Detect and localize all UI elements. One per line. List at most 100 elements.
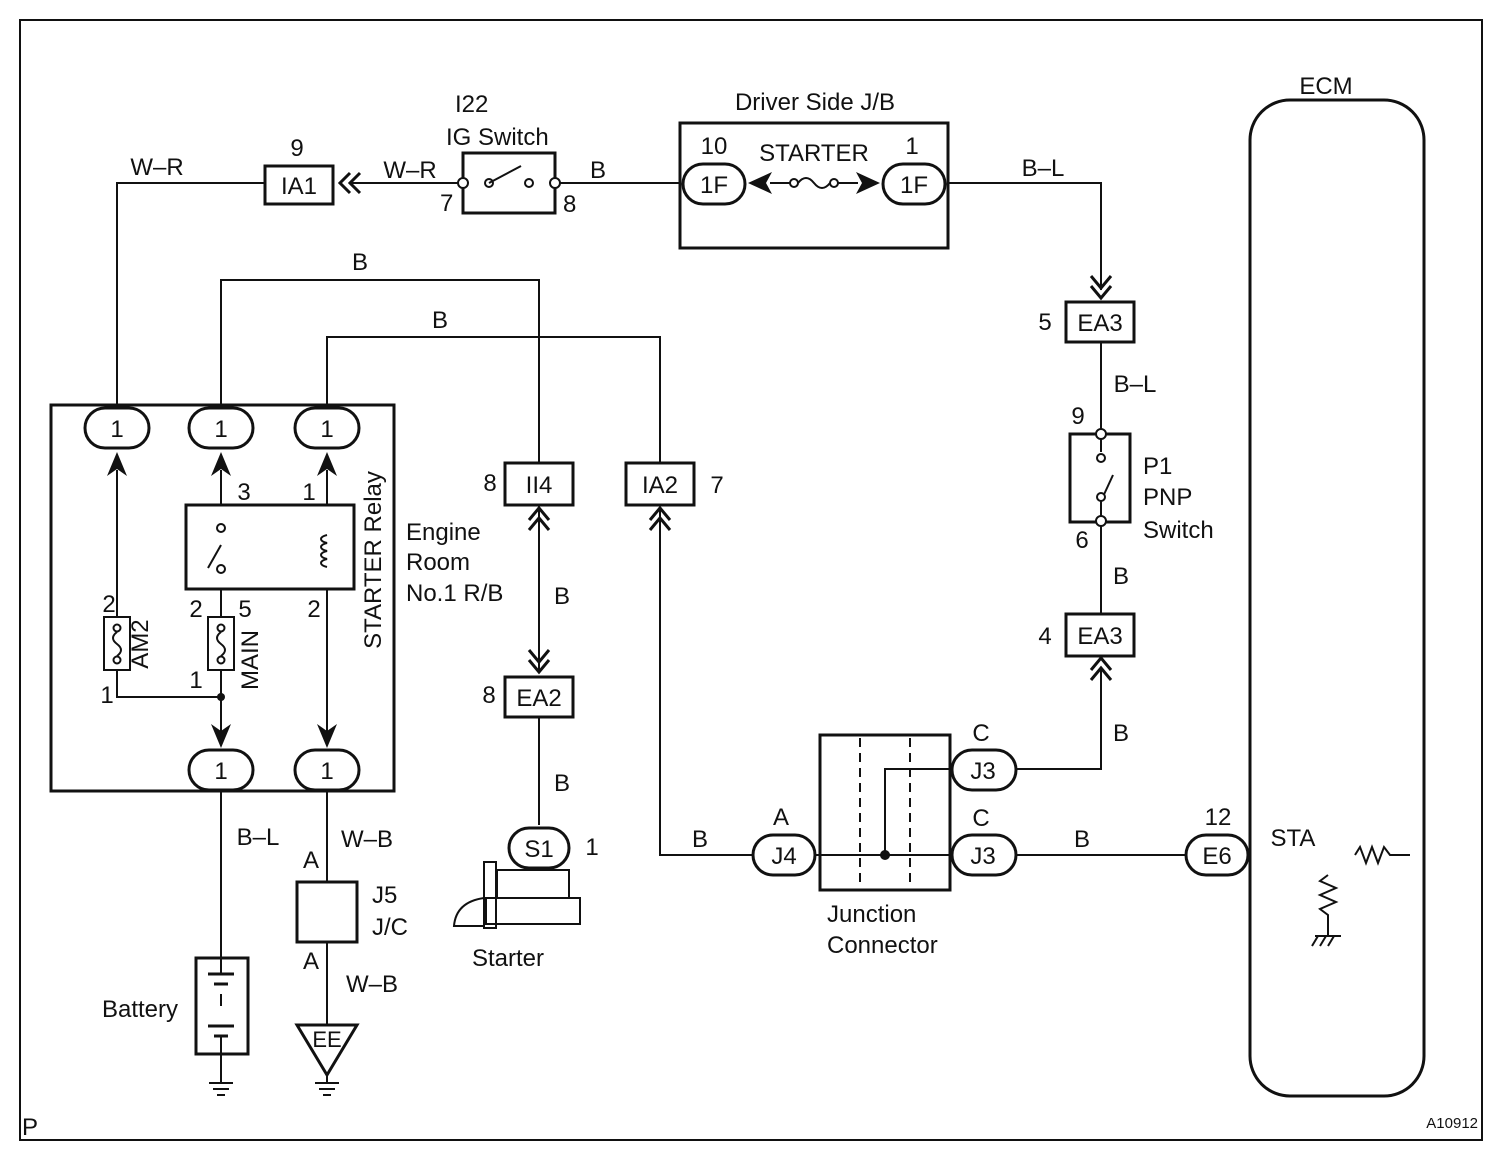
pnp-pin-bottom: 6 (1075, 527, 1088, 554)
jb-name: Driver Side J/B (735, 89, 895, 116)
fuse-am2-box (103, 616, 131, 671)
relay-pin1: 1 (302, 479, 315, 506)
j5-pin-top: A (303, 847, 319, 874)
ecm-conn (1184, 833, 1250, 877)
ii4-box (503, 461, 575, 507)
ia2-pin: 7 (710, 472, 723, 499)
jb-left-conn (681, 162, 747, 206)
fuse-am2-end-top (112, 623, 122, 633)
fuse-main-label: MAIN (237, 630, 264, 690)
wire-label-b-top2: B (432, 307, 448, 334)
connector-ea2: EA2 8 B (482, 649, 575, 797)
ii4-chevron-icon (527, 505, 551, 521)
ia1-chevron-icon (337, 171, 352, 195)
ig-switch-box (461, 151, 557, 215)
relay-contact-bottom (216, 564, 226, 574)
ecm-ground-hatch2 (1319, 935, 1327, 947)
wire-label-b-ea2: B (554, 770, 570, 797)
rb-top-pill-2-label: 1 (214, 416, 227, 443)
fuse-am2-icon (112, 631, 122, 657)
wire-label-wb-1: W–B (341, 826, 393, 853)
rb-arrow-down-1-icon (211, 724, 231, 748)
figure-id: A10912 (1426, 1115, 1478, 1132)
corner-mark: P (22, 1114, 38, 1141)
rb-top-pill-1 (83, 406, 151, 450)
jc-bus-top (884, 768, 950, 855)
ea2-chevron2-icon (527, 659, 551, 675)
wire-b-relay-ii4 (220, 279, 540, 463)
connector-ea3-top: EA3 5 B–L (1038, 275, 1156, 398)
ecm-box (1248, 98, 1426, 1098)
wire-bl-jb-ea3 (947, 182, 1102, 290)
ea3-top-box (1064, 300, 1136, 344)
starter-nose-icon (452, 897, 485, 927)
rb-bottom-pill-2-label: 1 (320, 758, 333, 785)
pnp-contact-b (1096, 492, 1106, 502)
starter: S1 1 Starter (452, 826, 599, 972)
driver-side-jb: Driver Side J/B 1F 10 1F 1 STARTER B–L (678, 89, 1064, 250)
starter-conn (507, 826, 571, 870)
jc-line1: Junction (827, 901, 916, 928)
jb-right-conn (881, 162, 947, 206)
am2-pin2: 2 (102, 591, 115, 618)
relay-pin5: 5 (238, 596, 251, 623)
rb-junction-dot (217, 693, 225, 701)
ea3-bottom-box (1064, 612, 1136, 658)
jb-left-pin: 10 (701, 133, 728, 160)
ea3-top-code: EA3 (1077, 310, 1122, 337)
ig-contact-left (457, 177, 469, 189)
jc-j3a-pin: C (972, 720, 989, 747)
rb-bottom-pill-2 (293, 748, 361, 792)
pnp-contact-top (1095, 428, 1107, 440)
pnp-line1: P1 (1143, 453, 1172, 480)
ia2-chevron-icon (648, 505, 672, 521)
relay-coil-icon (320, 534, 328, 568)
wire-label-b-ig: B (590, 157, 606, 184)
jb-fuse-end-l (789, 178, 799, 188)
ig-contact-b (524, 178, 534, 188)
j5-sub: J/C (372, 914, 408, 941)
ground-ee-label: EE (312, 1027, 341, 1052)
ia1-chevron2-icon (347, 171, 362, 195)
jc-j3b-pin: C (972, 805, 989, 832)
jb-left-arrow-icon (748, 172, 772, 194)
rb-bottom-pill-1 (187, 748, 255, 792)
wire-b-relay-ia2 (326, 336, 661, 463)
j5-jc: W–B A J5 J/C A W–B EE (294, 826, 408, 1096)
jc-j3b (950, 833, 1018, 877)
main-pin1: 1 (189, 667, 202, 694)
rb-arrow-up-3-icon (317, 452, 337, 476)
ia1-code: IA1 (281, 173, 317, 200)
pnp-contact-a (1096, 453, 1106, 463)
ea2-pin: 8 (482, 682, 495, 709)
ia1-box (263, 164, 335, 206)
am2-pin1: 1 (100, 682, 113, 709)
ea3-top-pin: 5 (1038, 309, 1051, 336)
ii4-code: II4 (526, 472, 553, 499)
ecm-conn-label: E6 (1202, 843, 1231, 870)
relay-pin2-right: 2 (307, 596, 320, 623)
battery: B–L Battery (102, 824, 279, 1096)
wire-label-b-j4: B (692, 826, 708, 853)
jc-j4 (751, 833, 817, 877)
connector-ii4: II4 8 B (483, 461, 575, 610)
rb-line1: Engine (406, 519, 481, 546)
pnp-switch: 9 6 P1 PNP Switch B (1068, 403, 1214, 590)
ig-contact-right (549, 177, 561, 189)
fuse-main-box (207, 616, 235, 671)
ea3-top-chevron2-icon (1089, 285, 1113, 301)
jc-j4-label: J4 (771, 843, 796, 870)
ig-switch-code: I22 (455, 91, 488, 118)
relay-title: STARTER Relay (360, 471, 387, 649)
rb-top-pill-2 (187, 406, 255, 450)
jc-j4-pin: A (773, 804, 789, 831)
wire-b-ia2-j4 (659, 510, 753, 856)
ig-switch-blade (488, 165, 522, 184)
rb-arrow-down-2-icon (317, 724, 337, 748)
ea3-bottom-chevron-icon (1089, 655, 1113, 671)
ii4-pin: 8 (483, 470, 496, 497)
engine-room-rb: Engine Room No.1 R/B STARTER Relay 1 1 1… (49, 249, 503, 793)
starter-name: Starter (472, 945, 544, 972)
jc-junction-dot (880, 850, 890, 860)
wire-b-ea3-j3 (1016, 670, 1102, 770)
